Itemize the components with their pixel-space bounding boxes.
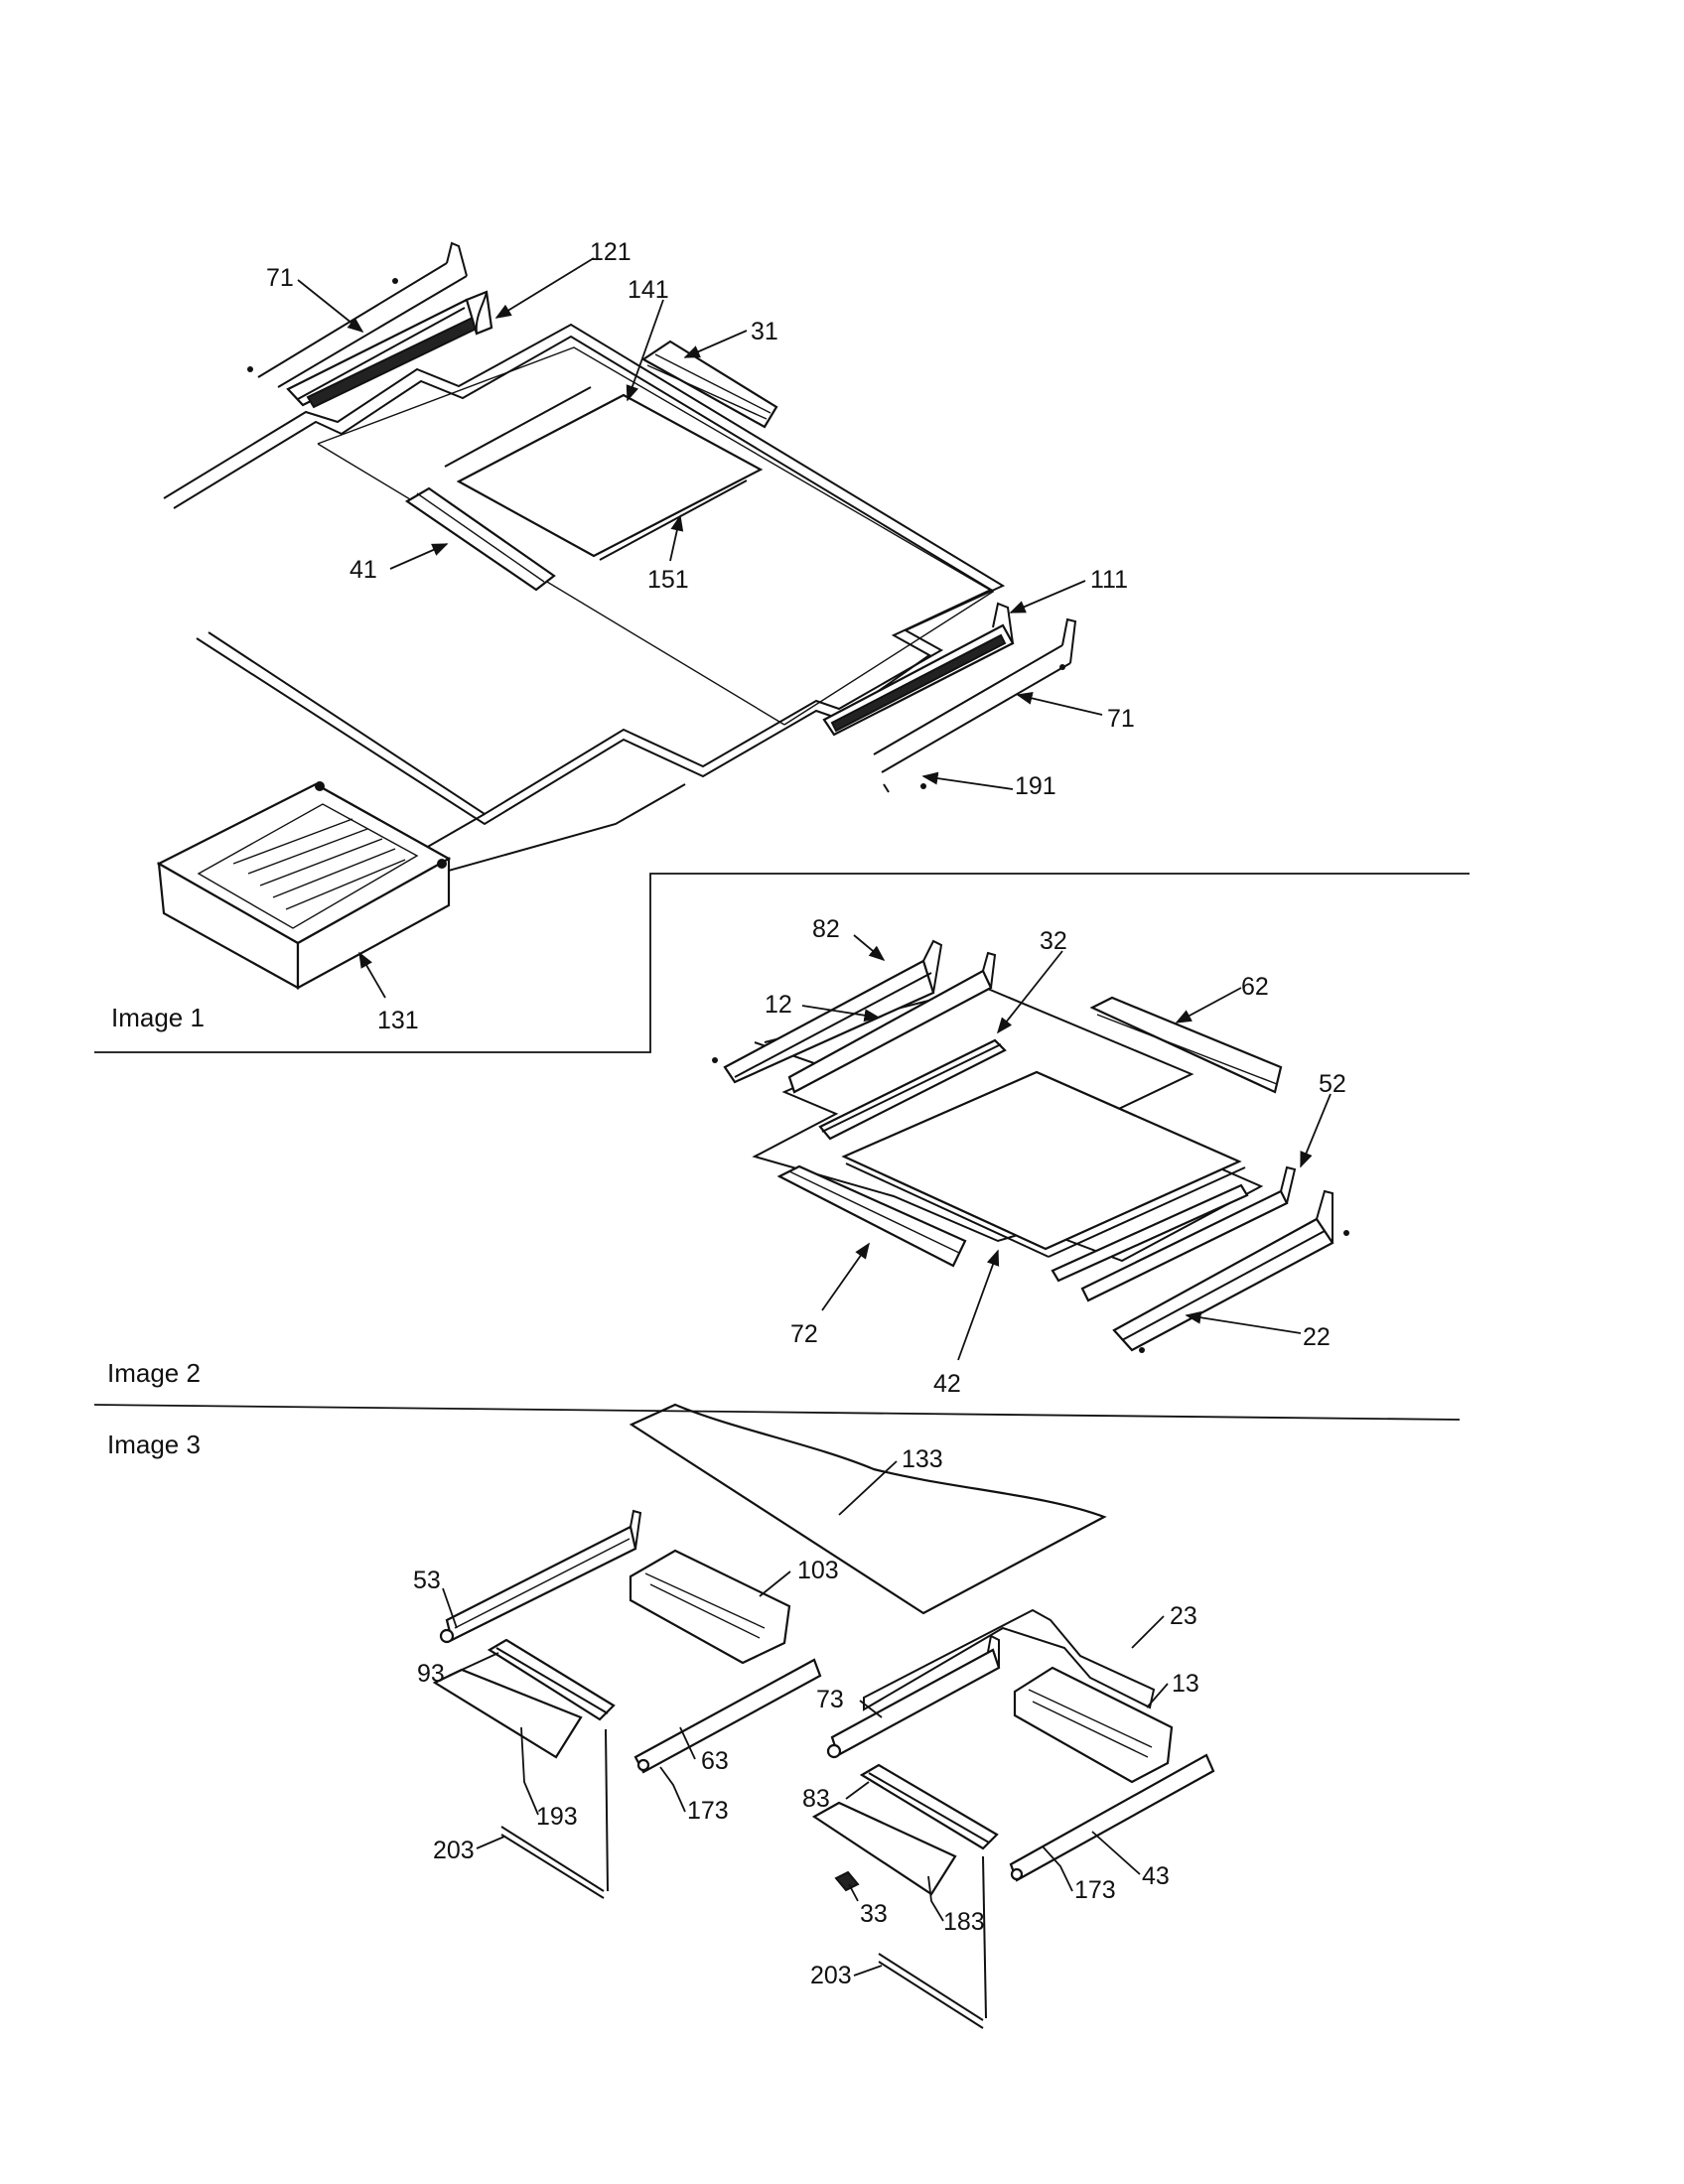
slide-channel-103 [629,1549,791,1665]
callout-52: 52 [1319,1070,1346,1098]
callout-93: 93 [417,1660,445,1688]
callout-13: 13 [1172,1670,1199,1698]
slide-channel-13 [1013,1666,1174,1784]
image1-separator [94,873,1470,1053]
callout-173-right: 173 [1074,1876,1116,1904]
callout-53: 53 [413,1567,441,1594]
callout-73: 73 [816,1686,844,1713]
callout-151: 151 [647,566,689,594]
callout-31: 31 [751,318,778,345]
callout-41: 41 [350,556,377,584]
callout-103: 103 [797,1557,839,1584]
shelf-panel-133 [629,1403,1107,1615]
front-trim-72 [776,1164,967,1268]
rear-trim-62 [1089,996,1283,1094]
callout-193: 193 [536,1803,578,1831]
callout-121: 121 [590,238,632,266]
callout-32: 32 [1040,927,1067,955]
callout-43: 43 [1142,1862,1170,1890]
callout-203-right: 203 [810,1962,852,1989]
image2-assembly [712,939,1349,1353]
callout-111: 111 [1090,566,1128,594]
section-label-image-2: Image 2 [107,1358,201,1388]
callout-23: 23 [1170,1602,1197,1630]
callout-191: 191 [1015,772,1056,800]
image2-separator [93,1404,1461,1421]
crisper-drawer-131 [156,781,452,990]
image1-assembly [156,241,1077,990]
right-sub-assembly [811,1608,1215,2029]
callout-71-right: 71 [1107,705,1135,733]
callout-82: 82 [812,915,840,943]
callout-33: 33 [860,1900,888,1928]
callout-62: 62 [1241,973,1269,1001]
callout-42: 42 [933,1370,961,1398]
callout-71-left: 71 [266,264,294,292]
callout-173-left: 173 [687,1797,729,1825]
callout-22: 22 [1303,1323,1331,1351]
glass-shelf-42 [841,1070,1242,1251]
left-sub-assembly [432,1509,822,1899]
callout-72: 72 [790,1320,818,1348]
rear-trim-31 [640,340,778,429]
callout-63: 63 [701,1747,729,1775]
callout-133: 133 [902,1445,943,1473]
section-label-image-1: Image 1 [111,1003,205,1032]
front-trim-41 [404,486,556,592]
glass-shelf-141 [456,393,764,558]
callout-183: 183 [943,1908,985,1936]
leader-lines [297,257,1332,1977]
image3-assembly [432,1403,1215,2029]
callout-131: 131 [377,1007,419,1034]
callout-83: 83 [802,1785,830,1813]
callout-203-left: 203 [433,1837,475,1864]
section-label-image-3: Image 3 [107,1430,201,1459]
callout-12: 12 [765,991,792,1019]
callout-141: 141 [628,276,669,304]
